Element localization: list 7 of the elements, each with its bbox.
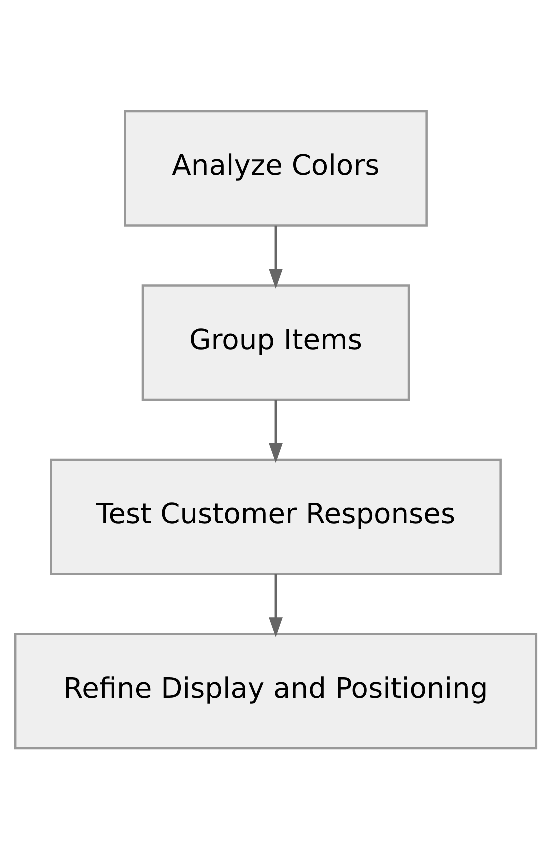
node-box: Test Customer Responses xyxy=(50,458,502,576)
arrow xyxy=(269,226,283,290)
node-box: Analyze Colors xyxy=(124,110,428,227)
arrow xyxy=(269,400,283,464)
arrow xyxy=(269,574,283,638)
node-box: Group Items xyxy=(142,284,410,402)
node-box: Refine Display and Positioning xyxy=(14,633,538,750)
